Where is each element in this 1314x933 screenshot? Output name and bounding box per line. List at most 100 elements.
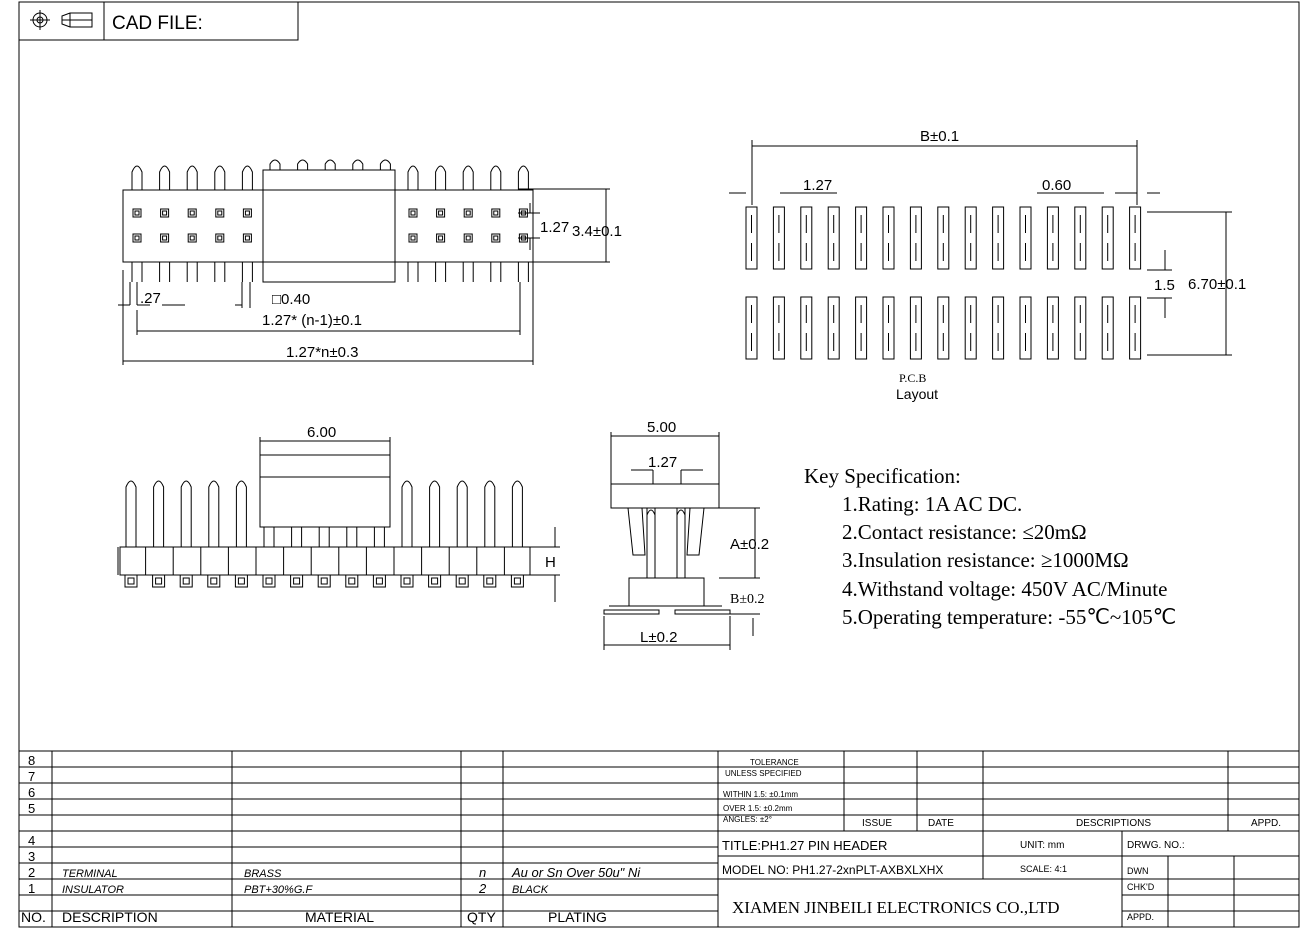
top-pin-lower [407,262,419,282]
front-pin [456,480,468,547]
pcb-dimensions: B±0.1 1.27 0.60 1.5 6.70±0.1 P.C.B Layou… [729,128,1246,402]
top-view [122,159,534,283]
top-pin-square-inner [217,235,223,241]
dwn-field: DWN [1127,866,1149,876]
top-pin-tip [324,159,336,170]
front-foot-inner [155,577,163,585]
top-pin-square-inner [134,235,140,241]
side-view: 5.00 1.27 A±0.2 B±0.2 L±0.2 [603,419,769,650]
top-pin-upper [462,165,474,190]
front-foot-inner [320,577,328,585]
revision-issue: ISSUE [862,818,892,829]
bom-rownum-6: 6 [28,785,35,800]
pcb-pad: 0.60 [1042,177,1071,194]
spec-operating-temperature: 5.Operating temperature: -55℃~105℃ [842,605,1176,629]
top-pin-upper [241,165,253,190]
top-view-dimensions: 1.27 3.4±0.1 .27 □0.40 1.27* (n-1)±0.1 1… [118,188,622,365]
front-foot [317,574,331,588]
front-pin [235,480,247,547]
key-spec-title: Key Specification: [804,464,961,488]
top-pin-square-inner [438,210,444,216]
top-pin-upper [186,165,198,190]
front-base [119,546,531,576]
model-no-field: MODEL NO: PH1.27-2xnPLT-AXBXLXHX [722,863,943,877]
top-pin-square-inner [438,235,444,241]
front-pin-stub [346,527,358,547]
front-pin [208,480,220,547]
front-foot [124,574,138,588]
pcb-pad-bottom [827,296,840,360]
pcb-gap: 1.5 [1154,277,1175,294]
top-pin-square [187,208,197,218]
top-pin-square-inner [189,235,195,241]
top-pin-square [436,208,446,218]
front-pin [125,480,137,547]
top-pin-square [491,208,501,218]
title-field: TITLE:PH1.27 PIN HEADER [722,838,887,853]
front-foot-inner [210,577,218,585]
top-pin-lower [131,262,143,282]
unit-field: UNIT: mm [1020,840,1064,851]
pcb-width: B±0.1 [920,128,959,145]
front-foot [400,574,414,588]
bom-rownum-2: 2 [28,865,35,880]
dim-pitch-small: .27 [140,290,161,307]
bom-rownum-3: 3 [28,849,35,864]
front-foot [455,574,469,588]
pcb-pad-bottom [964,296,977,360]
top-pin-upper [159,165,171,190]
top-pin-square [463,208,473,218]
front-foot-inner [486,577,494,585]
dim-height: 3.4±0.1 [572,223,622,240]
top-pin-square-inner [162,210,168,216]
bom-terminal-plating: Au or Sn Over 50u" Ni [511,865,641,880]
revision-appd: APPD. [1251,818,1281,829]
bom-insulator-desc: INSULATOR [62,884,124,896]
front-pin-stub [373,527,385,547]
front-foot-inner [182,577,190,585]
spec-contact-resistance: 2.Contact resistance: ≤20mΩ [842,520,1087,544]
front-foot [483,574,497,588]
pcb-pad-bottom [1074,296,1087,360]
pcb-pad-bottom [1019,296,1032,360]
top-view-outline [122,189,534,263]
side-dim-a: A±0.2 [730,536,769,553]
appd-field: APPD. [1127,912,1154,922]
tolerance-unless: UNLESS SPECIFIED [725,769,802,778]
top-pin-tip [379,159,391,170]
bom-rownum-4: 4 [28,833,35,848]
info-block: TITLE:PH1.27 PIN HEADER UNIT: mm DRWG. N… [718,831,1299,927]
top-pin-square-inner [217,210,223,216]
top-pin-square [132,233,142,243]
bom-header-no: NO. [21,909,46,925]
cad-file-label: CAD FILE: [112,13,203,34]
tolerance-within: WITHIN 1.5: ±0.1mm [723,790,798,799]
front-pin [484,480,496,547]
front-dimensions: 6.00 H [259,424,560,602]
pcb-pad-bottom [772,296,785,360]
top-pin-square [463,233,473,243]
front-foot-inner [403,577,411,585]
spec-withstand-voltage: 4.Withstand voltage: 450V AC/Minute [842,577,1167,601]
revision-block: TOLERANCE UNLESS SPECIFIED WITHIN 1.5: ±… [718,751,1299,832]
top-pin-square-inner [410,235,416,241]
top-pin-square [160,208,170,218]
front-foot-inner [293,577,301,585]
pcb-label: P.C.B [899,371,926,385]
spec-insulation-resistance: 3.Insulation resistance: ≥1000MΩ [842,548,1129,572]
top-pin-square [408,233,418,243]
revision-date: DATE [928,818,954,829]
dim-span-n: 1.27*n±0.3 [286,344,358,361]
sheet-border [18,1,1300,928]
front-foot-inner [265,577,273,585]
front-pin-stub [263,527,275,547]
front-foot [234,574,248,588]
front-foot-inner [127,577,135,585]
front-view [117,454,531,588]
top-pin-square-inner [134,210,140,216]
side-width: 5.00 [647,419,676,436]
bom-insulator-plating: BLACK [512,884,549,896]
bom-rownum-8: 8 [28,753,35,768]
bom-table: 8 7 6 5 4 3 2 1 TERMINAL BRASS n Au or S… [19,750,1299,927]
